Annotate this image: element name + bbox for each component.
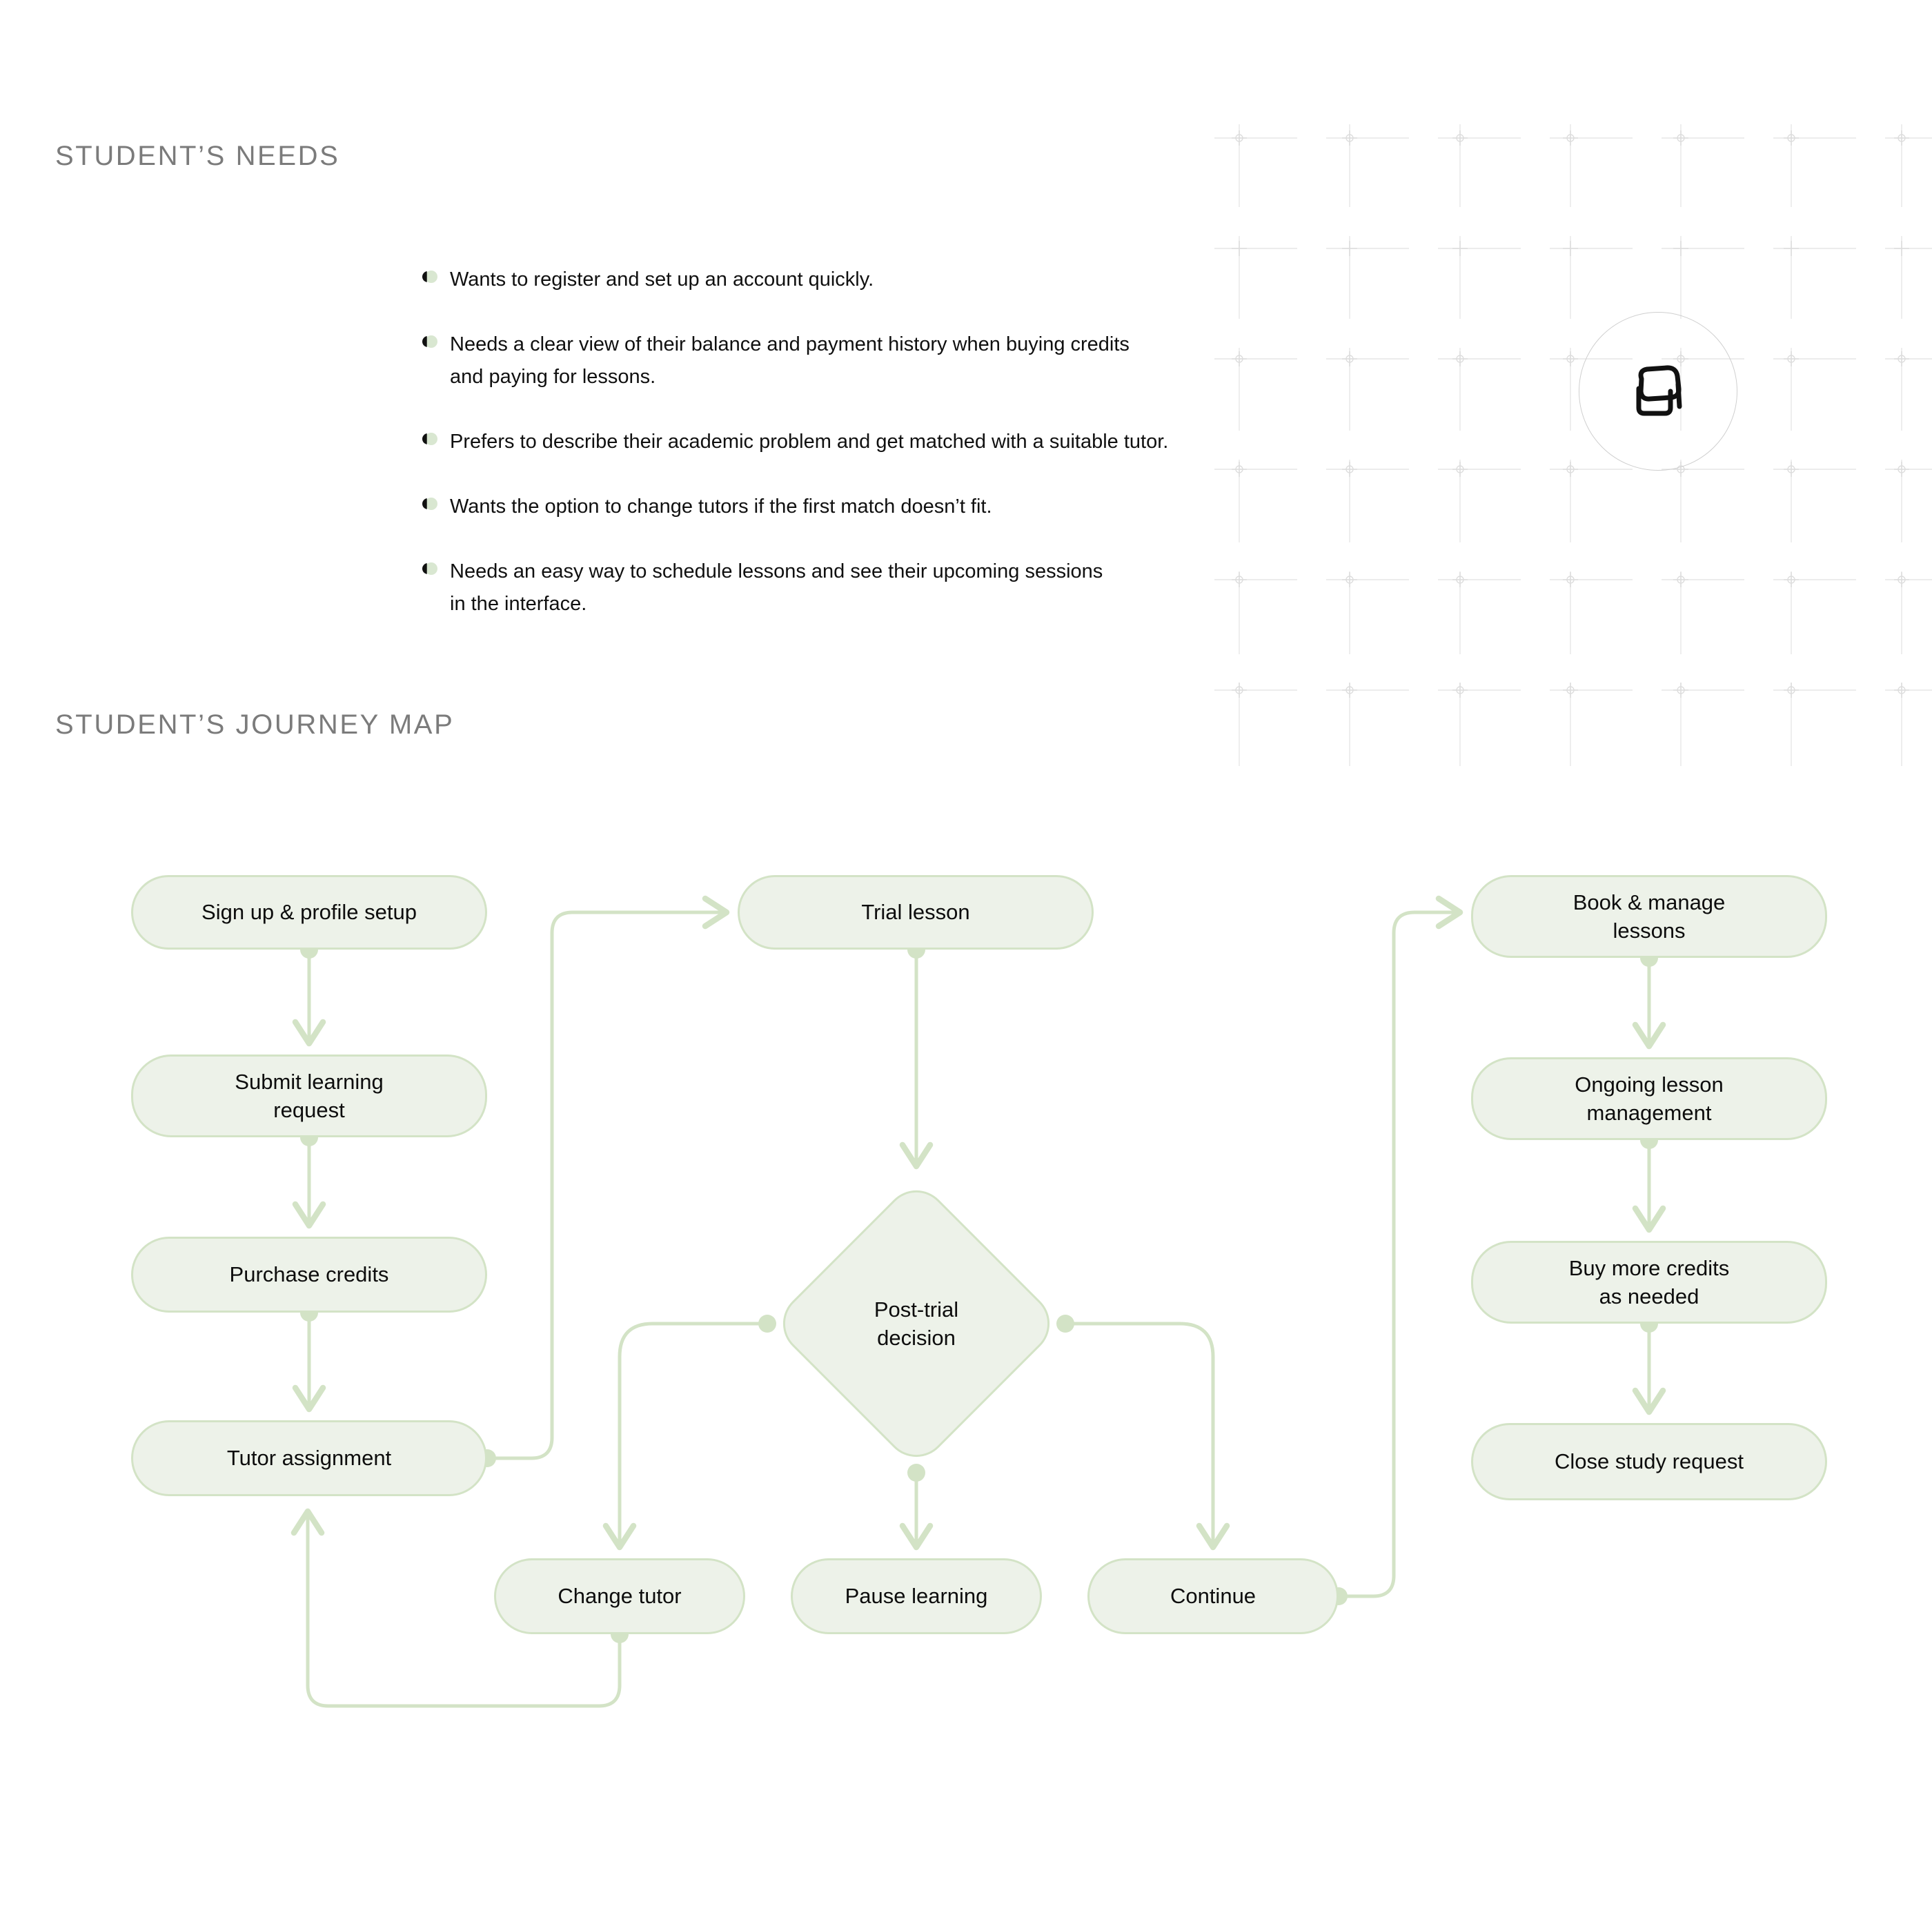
flow-node-signup[interactable]: Sign up & profile setup — [131, 875, 487, 950]
flow-node-change-tutor[interactable]: Change tutor — [494, 1558, 745, 1634]
flow-node-trial-lesson[interactable]: Trial lesson — [738, 875, 1094, 950]
flow-node-pause-learning[interactable]: Pause learning — [791, 1558, 1042, 1634]
flow-node-post-trial-decision-label: Post-trial decision — [874, 1297, 959, 1350]
journey-section-heading: STUDENT’S JOURNEY MAP — [55, 709, 455, 740]
half-moon-bullet-icon — [422, 335, 437, 351]
flow-node-submit-learning-request[interactable]: Submit learning request — [131, 1054, 487, 1137]
half-moon-bullet-icon — [422, 433, 437, 448]
graduation-cap-icon — [1636, 365, 1682, 416]
half-moon-bullet-icon — [422, 271, 437, 286]
list-item: Wants the option to change tutors if the… — [422, 491, 1457, 523]
need-text: Wants the option to change tutors if the… — [450, 496, 992, 518]
need-text: Needs a clear view of their balance and … — [450, 333, 1130, 388]
half-moon-bullet-icon — [422, 498, 437, 513]
flow-node-ongoing-lesson-management[interactable]: Ongoing lesson management — [1471, 1057, 1827, 1140]
flow-node-close-study-request[interactable]: Close study request — [1471, 1423, 1827, 1500]
flow-node-book-and-manage-lessons[interactable]: Book & manage lessons — [1471, 875, 1827, 958]
badge-circle — [1579, 312, 1737, 471]
need-text: Wants to register and set up an account … — [450, 268, 874, 291]
list-item: Prefers to describe their academic probl… — [422, 426, 1457, 458]
flow-node-tutor-assignment[interactable]: Tutor assignment — [131, 1420, 487, 1496]
flow-node-purchase-credits[interactable]: Purchase credits — [131, 1237, 487, 1313]
flow-node-buy-more-credits[interactable]: Buy more credits as needed — [1471, 1241, 1827, 1324]
need-text: Needs an easy way to schedule lessons an… — [450, 560, 1103, 615]
list-item: Wants to register and set up an account … — [422, 264, 1457, 296]
need-text: Prefers to describe their academic probl… — [450, 431, 1169, 453]
needs-section-heading: STUDENT’S NEEDS — [55, 141, 340, 171]
list-item: Needs a clear view of their balance and … — [422, 328, 1457, 393]
half-moon-bullet-icon — [422, 562, 437, 578]
flow-node-continue[interactable]: Continue — [1087, 1558, 1339, 1634]
list-item: Needs an easy way to schedule lessons an… — [422, 556, 1457, 620]
student-needs-list: Wants to register and set up an account … — [422, 264, 1457, 653]
